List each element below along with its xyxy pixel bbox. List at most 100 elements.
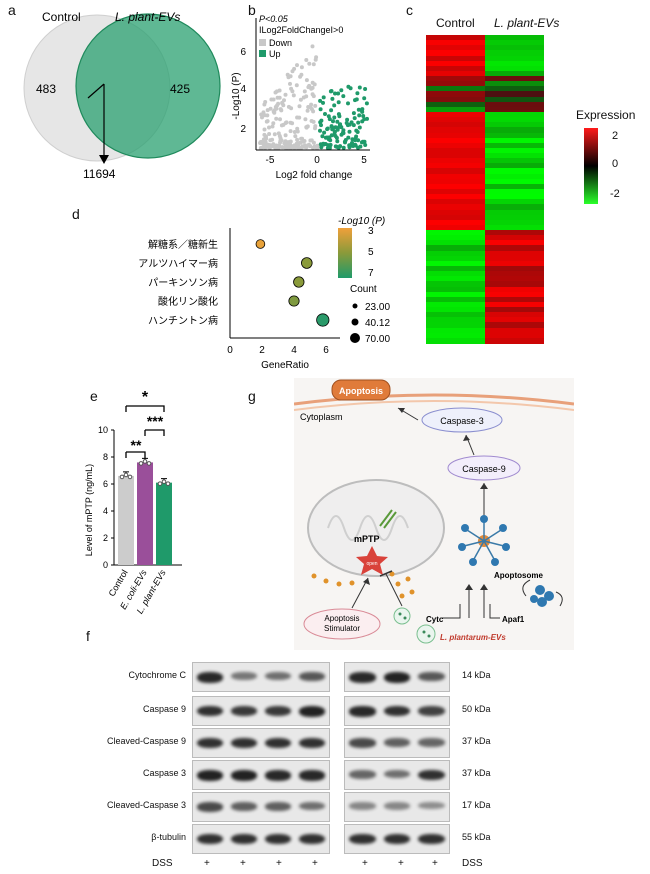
volcano-point <box>347 143 352 148</box>
heatmap-cell <box>426 322 485 329</box>
heatmap-cell <box>426 209 485 216</box>
wb-kda: 37 kDa <box>462 768 491 778</box>
blot-band <box>349 834 376 845</box>
heatmap-cell <box>485 158 544 164</box>
volcano-point <box>264 119 269 124</box>
ev-cargo-dot <box>403 616 407 620</box>
heatmap-cell <box>426 235 485 241</box>
sig-star: ** <box>131 437 142 453</box>
volcano-point <box>350 141 354 145</box>
heatmap-cell <box>485 40 544 46</box>
heatmap-cell <box>426 117 485 123</box>
dss-plus-sign: + <box>432 858 438 869</box>
volcano-xtick: 0 <box>314 155 320 166</box>
dotplot-size-legend-title: Count <box>350 284 377 295</box>
heatmap-cell <box>485 106 544 113</box>
volcano-point <box>283 133 288 138</box>
volcano-point <box>362 96 367 101</box>
apoptosis-node <box>331 379 391 401</box>
heatmap-cell <box>426 86 485 93</box>
volcano-point <box>341 94 346 99</box>
wb-row-label: Cytochrome C <box>128 670 186 680</box>
heatmap-cell <box>485 142 544 149</box>
volcano-point <box>363 143 368 147</box>
heatmap-cell <box>485 240 544 247</box>
blot-band <box>299 706 325 717</box>
volcano-point <box>288 81 292 86</box>
mitochondrion-cristae <box>327 515 409 541</box>
heatmap-cell <box>426 183 485 190</box>
volcano-point <box>301 139 306 144</box>
blot-band <box>418 672 445 681</box>
heatmap-cell <box>485 173 544 180</box>
heatmap-cell <box>426 194 485 200</box>
heatmap-cell <box>426 132 485 139</box>
heatmap-cell <box>426 332 485 339</box>
dotplot-xlabel: GeneRatio <box>261 360 309 371</box>
volcano-point <box>328 89 333 94</box>
volcano-point <box>274 116 279 121</box>
ev-icon <box>416 624 436 644</box>
volcano-point <box>333 91 337 96</box>
blot-band <box>383 706 411 717</box>
volcano-point <box>313 57 318 62</box>
volcano-point <box>306 85 311 90</box>
heatmap-cell <box>485 276 544 282</box>
dotplot-point <box>301 257 313 269</box>
volcano-point <box>364 101 369 106</box>
volcano-point <box>295 137 300 142</box>
evs-label: L. plantarum-EVs <box>440 633 506 642</box>
volcano-point <box>288 142 292 147</box>
heatmap-cell <box>485 296 544 303</box>
western-row-labels: Cytochrome C Caspase 9 Cleaved-Caspase 9… <box>0 660 186 860</box>
volcano-point <box>278 138 283 143</box>
volcano-point <box>341 145 346 150</box>
bar-replicate-point <box>123 472 129 478</box>
volcano-point <box>304 78 309 83</box>
volcano-points <box>258 44 369 150</box>
apoptosome-subunits-icon <box>458 515 510 566</box>
volcano-ytick: 4 <box>240 84 246 95</box>
dotplot-category-label: ハンチントン病 <box>148 314 218 327</box>
volcano-annotation: P<0.05 <box>259 14 289 24</box>
volcano-point <box>288 129 293 134</box>
western-kda-labels: 14 kDa 50 kDa 37 kDa 37 kDa 17 kDa 55 kD… <box>462 660 522 860</box>
heatmap <box>426 35 544 344</box>
volcano-point <box>322 130 327 135</box>
bar-replicate-point <box>138 461 144 466</box>
dotplot-size-legend-dot <box>351 318 359 326</box>
blot-band <box>265 706 291 716</box>
volcano-point <box>318 128 322 133</box>
volcano-point <box>282 98 286 103</box>
volcano-point <box>329 124 334 129</box>
heatmap-cell <box>426 255 485 262</box>
volcano-point <box>363 87 368 91</box>
volcano-point <box>290 121 295 126</box>
dotplot-marks <box>255 239 330 327</box>
arrowhead <box>398 408 405 413</box>
bar-replicate-point <box>146 461 152 466</box>
heatmap-cell <box>485 332 544 339</box>
venn-right-count: 425 <box>170 82 190 96</box>
volcano-point <box>361 114 366 118</box>
arrowhead <box>465 584 473 590</box>
volcano-point <box>270 124 275 129</box>
volcano-point <box>353 138 358 143</box>
panel-label-g: g <box>248 388 256 404</box>
ev-cargo-dot <box>427 634 431 638</box>
venn-right-label: L. plant-EVs <box>115 10 180 24</box>
heatmap-cell <box>485 127 544 134</box>
blot-band <box>418 738 445 747</box>
blot-band <box>265 770 291 781</box>
blot-panel <box>192 662 330 692</box>
cell-membrane-inner <box>294 400 574 411</box>
cytc-dot <box>395 581 401 587</box>
blot-band <box>197 706 223 717</box>
heatmap-cell <box>485 76 544 82</box>
volcano-point <box>352 116 357 121</box>
heatmap-cell <box>426 112 485 118</box>
heatmap-cell <box>485 255 544 262</box>
volcano-point <box>268 106 273 111</box>
blot-band <box>231 672 257 680</box>
volcano-point <box>343 140 347 145</box>
